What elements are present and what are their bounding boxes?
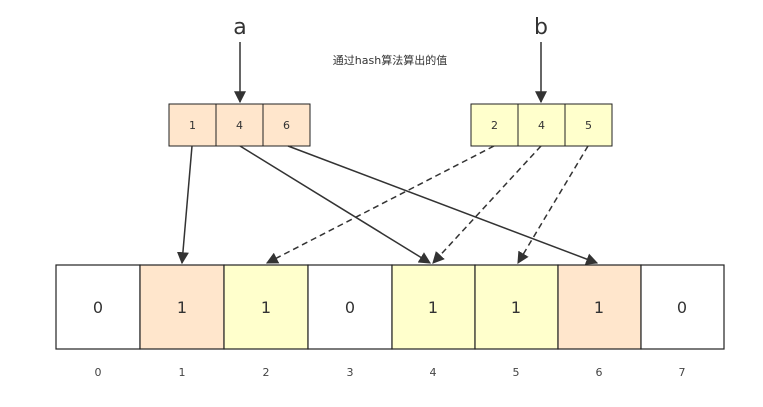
bit-value: 0 (677, 298, 687, 317)
index-label: 1 (179, 366, 186, 379)
hash-b-value: 5 (585, 119, 592, 132)
bit-cell (223, 264, 309, 350)
arrow-a-6 (287, 145, 599, 265)
index-label: 7 (679, 366, 686, 379)
bit-value: 0 (93, 298, 103, 317)
bit-cell (557, 264, 642, 350)
index-label: 6 (596, 366, 603, 379)
index-label: 4 (430, 366, 437, 379)
arrow-b-2 (265, 145, 495, 264)
arrow-b-5 (517, 145, 589, 265)
hash-b-cell (564, 103, 613, 147)
hash-note: 通过hash算法算出的值 (333, 53, 447, 67)
arrow-a-1 (176, 145, 193, 265)
hash-a-group: 1 4 6 (168, 103, 311, 147)
bit-cell (640, 264, 725, 350)
hash-a-cell (262, 103, 311, 147)
index-label: 2 (263, 366, 270, 379)
bit-value: 1 (177, 298, 187, 317)
bit-value: 1 (511, 298, 521, 317)
bit-cell (307, 264, 393, 350)
hash-b-group: 2 4 5 (470, 103, 613, 147)
hash-a-value: 1 (189, 119, 196, 132)
hash-a-value: 6 (283, 119, 290, 132)
bit-cell (391, 264, 476, 350)
bit-array: 0 1 1 0 1 1 1 0 (55, 264, 725, 350)
hash-a-value: 4 (236, 119, 243, 132)
bit-value: 1 (594, 298, 604, 317)
index-label: 0 (95, 366, 102, 379)
hash-b-value: 2 (491, 119, 498, 132)
bit-value: 1 (428, 298, 438, 317)
arrow-a-4 (239, 145, 432, 264)
bit-value: 1 (261, 298, 271, 317)
index-label: 3 (347, 366, 354, 379)
arrow-b-4 (432, 145, 542, 264)
index-label: 5 (513, 366, 520, 379)
index-labels: 0 1 2 3 4 5 6 7 (95, 366, 686, 379)
bit-cell (474, 264, 559, 350)
hash-b-value: 4 (538, 119, 545, 132)
label-b: b (534, 15, 548, 40)
label-a: a (233, 15, 246, 40)
hash-b-cell (470, 103, 519, 147)
bit-value: 0 (345, 298, 355, 317)
hash-a-cell (215, 103, 264, 147)
